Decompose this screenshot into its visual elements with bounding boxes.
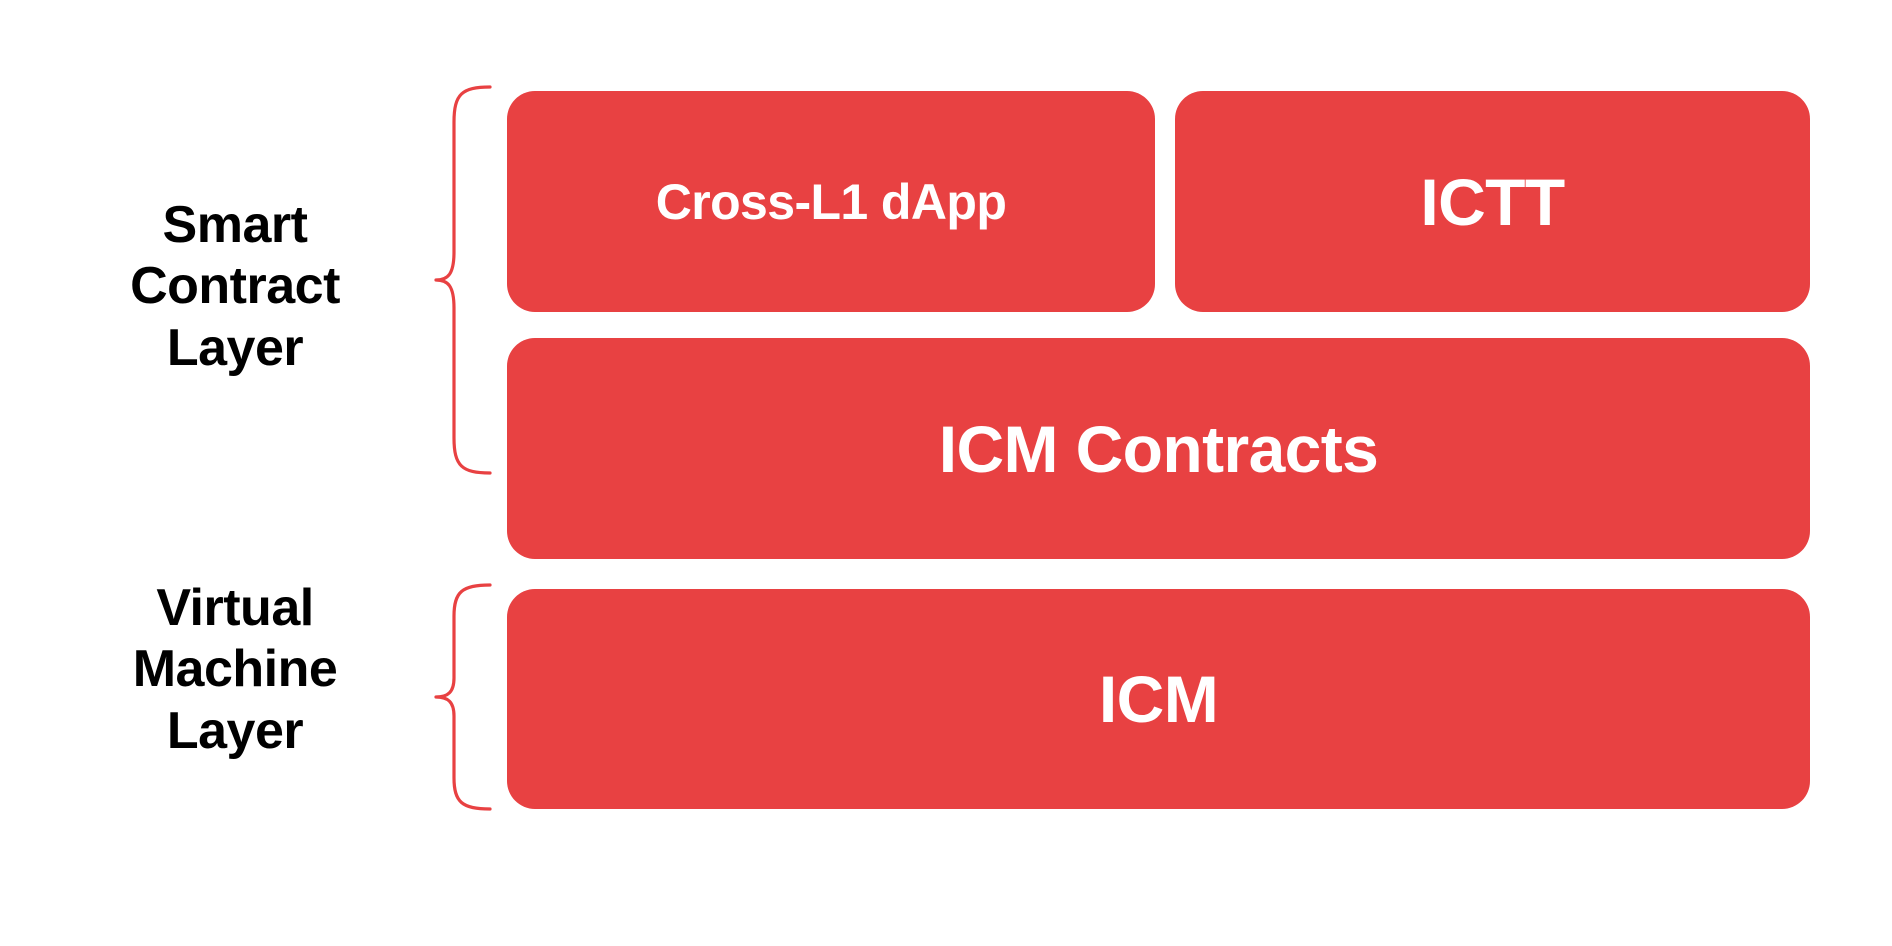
node-label-cross-l1-dapp: Cross-L1 dApp: [655, 173, 1007, 230]
node-box-cross-l1-dapp[interactable]: Cross-L1 dApp: [507, 91, 1155, 312]
node-label-icm-contracts: ICM Contracts: [938, 411, 1379, 486]
curly-brace-svg: [434, 85, 492, 475]
node-box-ictt[interactable]: ICTT: [1175, 91, 1810, 312]
layer-label-smart-contract: Smart Contract Layer: [130, 196, 340, 377]
node-box-icm-contracts[interactable]: ICM Contracts: [507, 338, 1810, 559]
curly-brace-svg: [434, 583, 492, 811]
node-label-ictt: ICTT: [1420, 164, 1565, 239]
node-box-icm[interactable]: ICM: [507, 589, 1810, 809]
node-label-icm: ICM: [1098, 662, 1219, 736]
layer-label-virtual-machine: Virtual Machine Layer: [132, 579, 338, 760]
curly-brace-icon-smart-contract: [432, 84, 496, 476]
curly-brace-icon-virtual-machine: [432, 582, 496, 812]
